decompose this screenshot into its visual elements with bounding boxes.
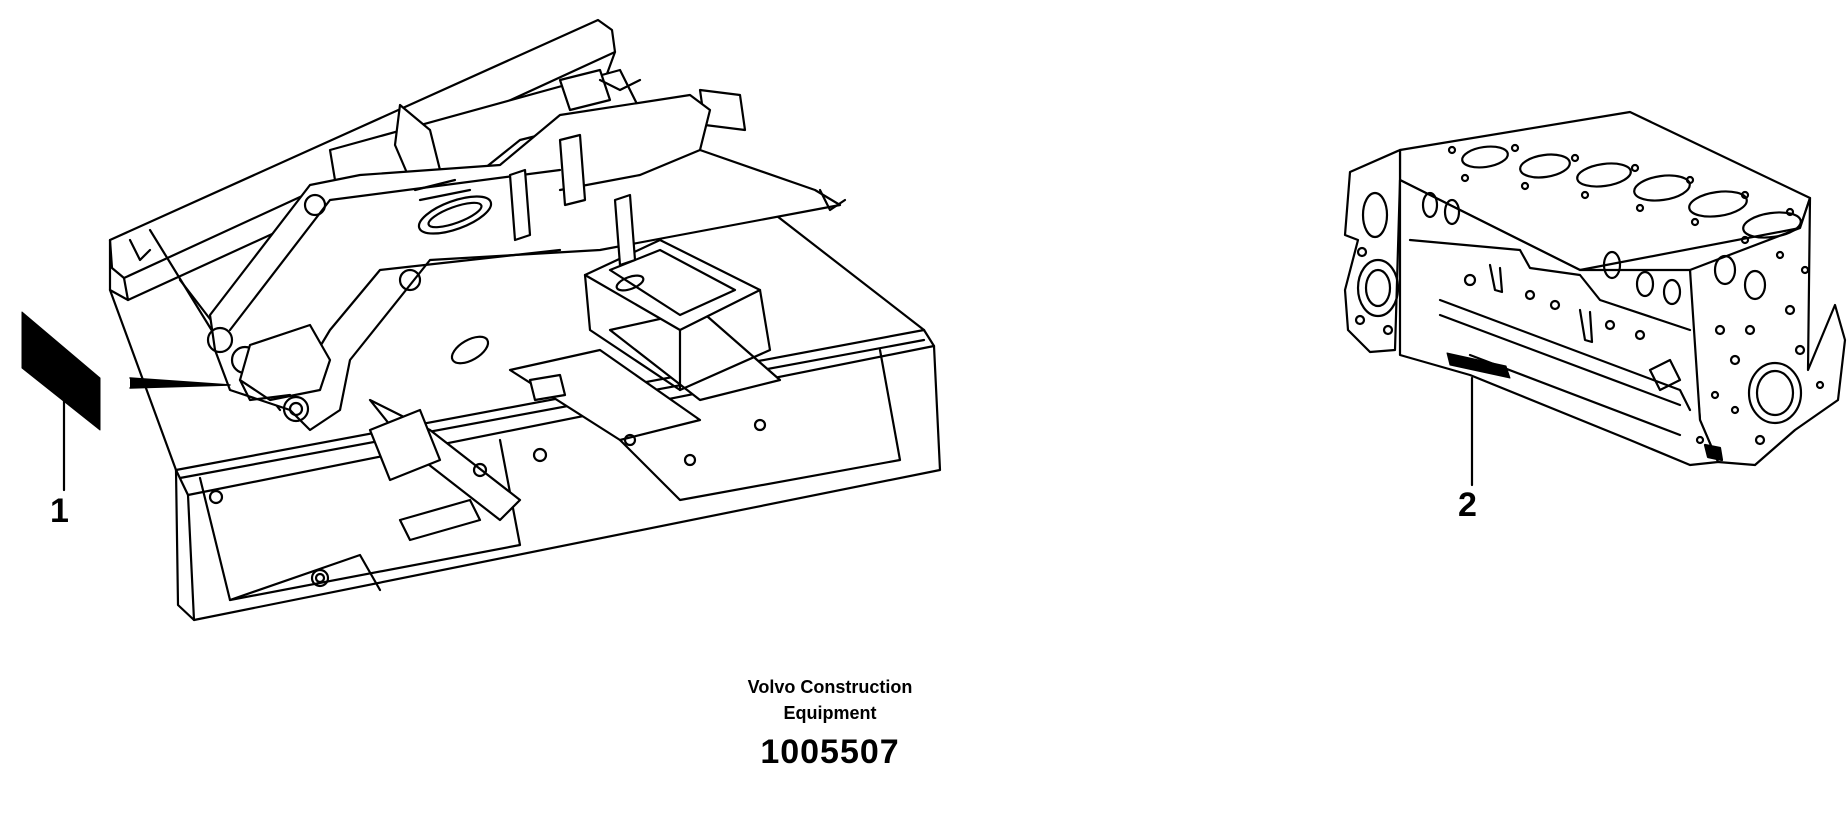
- callout-label-1: 1: [50, 492, 69, 530]
- part-number: 1005507: [760, 733, 900, 771]
- callout-label-2: 2: [1458, 486, 1477, 524]
- decal-item-1-drawing: [21, 311, 101, 431]
- manufacturer-line-2: Equipment: [783, 703, 877, 723]
- manufacturer-line-1: Volvo Construction: [747, 677, 913, 697]
- manufacturer-caption: Volvo Construction Equipment: [700, 674, 960, 726]
- frame-assembly-drawing: [108, 18, 942, 622]
- engine-block-drawing: [1343, 110, 1847, 467]
- decal-pointer-line: [129, 377, 231, 389]
